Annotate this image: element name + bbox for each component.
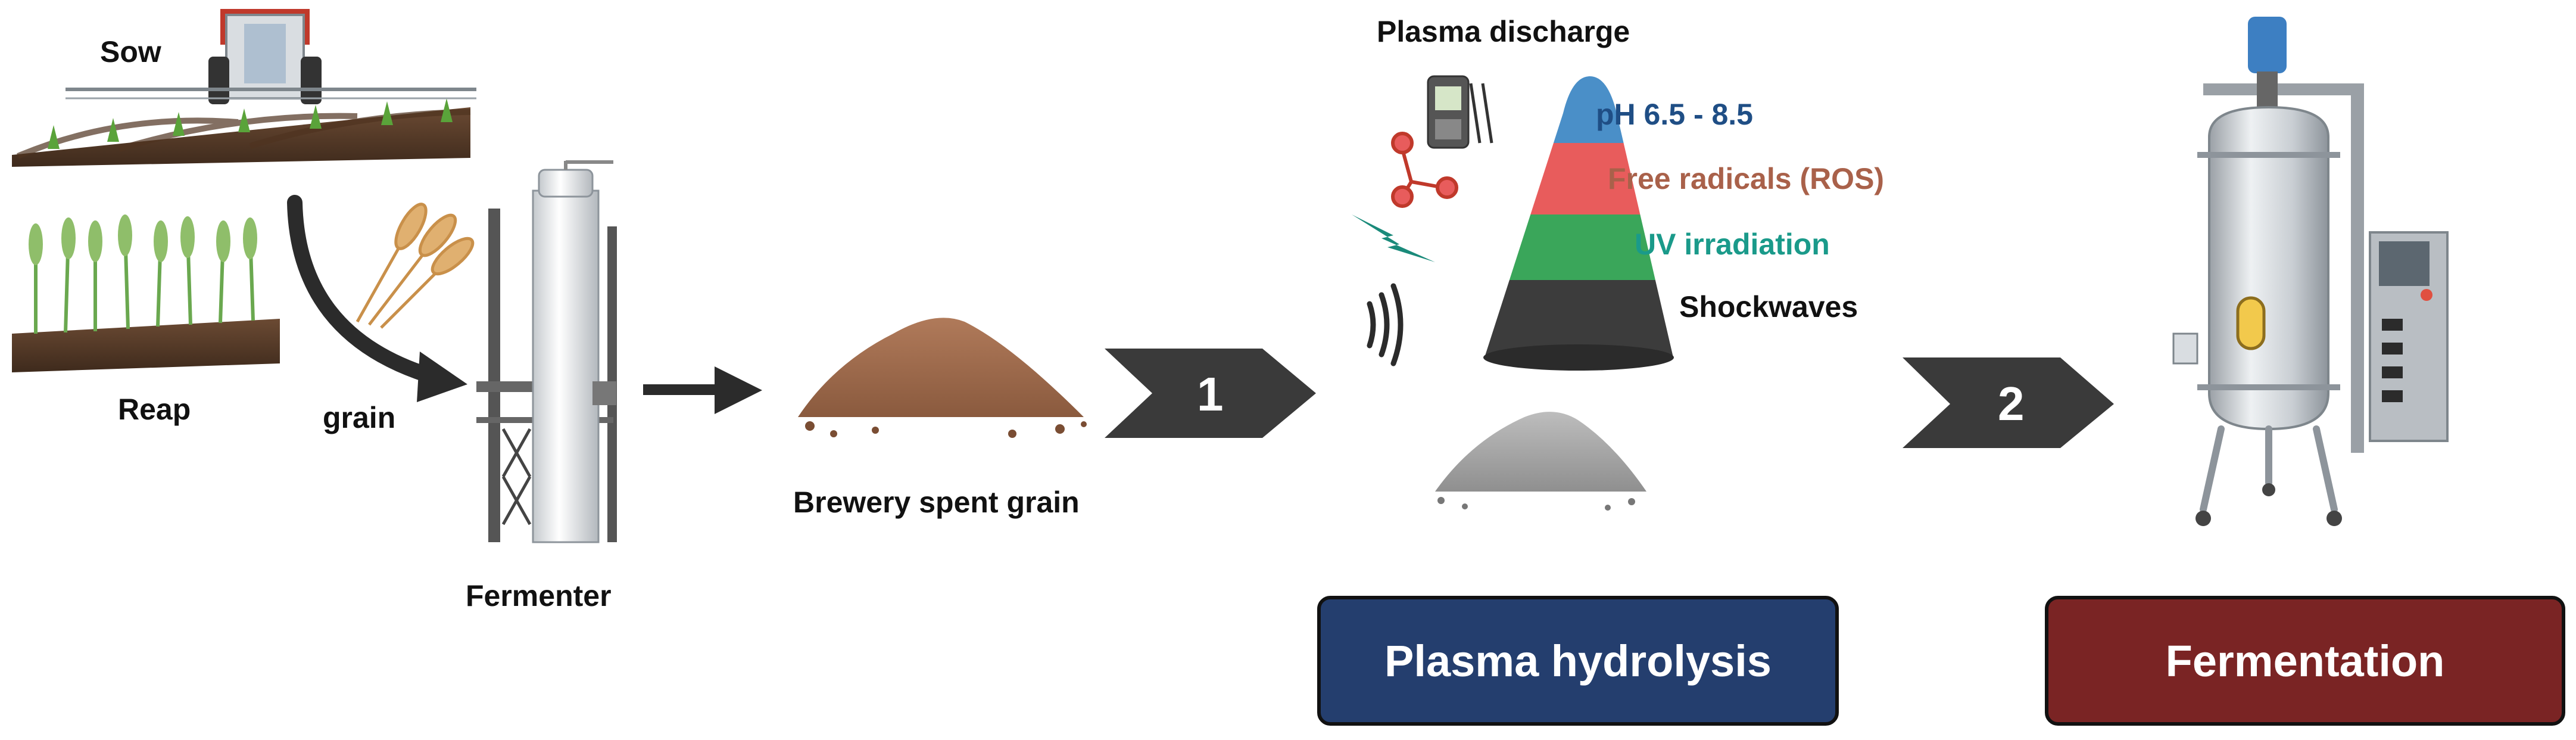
arrow-to-spent-grain [643, 366, 762, 414]
step-2-label: 2 [1998, 377, 2025, 430]
sow-label: Sow [100, 35, 161, 69]
fermentation-box: Fermentation [2045, 596, 2565, 726]
hydrolyzed-residue-pile [1435, 412, 1646, 511]
step-2-chevron [1903, 357, 2114, 448]
grain-label: grain [323, 401, 396, 434]
fermenter-label: Fermenter [466, 579, 612, 612]
ph-meter-icon [1427, 75, 1493, 149]
reap-field-illustration [12, 214, 280, 372]
step-1-label: 1 [1197, 368, 1224, 421]
plasma-hydrolysis-label: Plasma hydrolysis [1384, 636, 1772, 686]
lightning-icon [1352, 214, 1435, 262]
plasma-discharge-label: Plasma discharge [1377, 15, 1630, 48]
shockwaves-label: Shockwaves [1679, 290, 1858, 324]
reap-label: Reap [118, 393, 191, 426]
plasma-hydrolysis-box: Plasma hydrolysis [1317, 596, 1839, 726]
spent-grain-pile [798, 318, 1087, 438]
sow-field-illustration [12, 9, 476, 167]
ph-label: pH 6.5 - 8.5 [1596, 98, 1753, 131]
bioreactor-illustration [2172, 17, 2449, 526]
wheat-icon [355, 203, 475, 329]
step-1-chevron [1105, 349, 1316, 438]
uv-label: UV irradiation [1635, 228, 1830, 261]
ros-label: Free radicals (ROS) [1608, 162, 1885, 195]
radical-molecule-icon [1391, 132, 1458, 208]
fermentation-label: Fermentation [2165, 636, 2445, 686]
spent-grain-label: Brewery spent grain [793, 486, 1080, 519]
grain-arrow [287, 195, 475, 402]
sound-wave-icon [1367, 283, 1404, 366]
fermenter-illustration [476, 160, 617, 543]
